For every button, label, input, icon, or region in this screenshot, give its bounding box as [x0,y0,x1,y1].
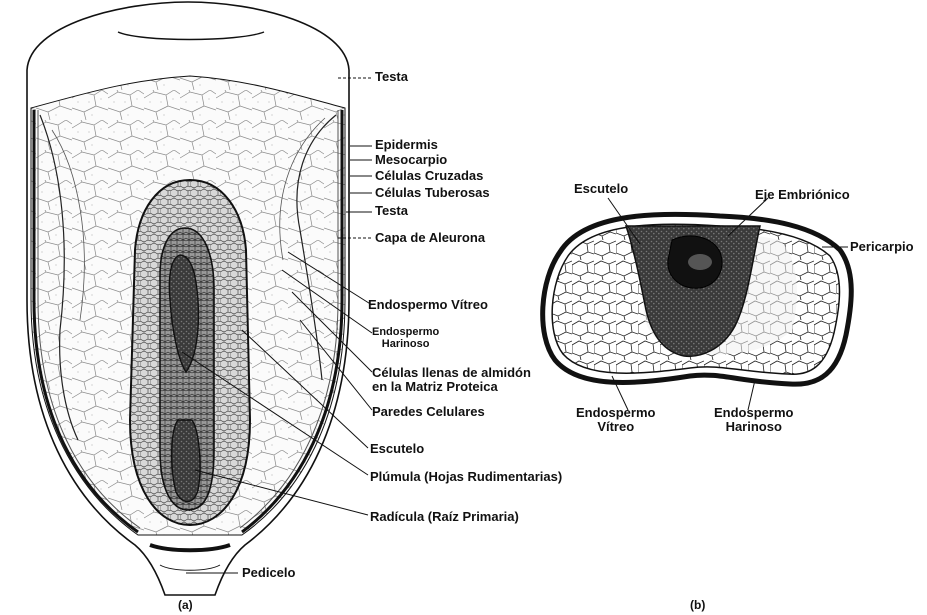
label-pedicelo: Pedicelo [242,566,295,580]
label-endospermo-vitreo-b-line2: Vítreo [576,420,655,434]
radicle [172,420,200,502]
label-escutelo-b: Escutelo [574,182,628,196]
label-endospermo-harinoso-b-line2: Harinoso [714,420,793,434]
label-paredes-celulares: Paredes Celulares [372,405,485,419]
label-mesocarpio: Mesocarpio [375,153,447,167]
label-testa-top: Testa [375,70,408,84]
label-endospermo-harinoso: Endospermo Harinoso [372,326,439,350]
label-endospermo-vitreo-b: Endospermo Vítreo [576,406,655,435]
label-eje-embrionico: Eje Embriónico [755,188,850,202]
caption-a: (a) [178,598,193,612]
kernel-longitudinal-section [27,2,349,595]
label-celulas-tuberosas: Células Tuberosas [375,186,490,200]
label-endospermo-harinoso-line1: Endospermo [372,326,439,338]
label-plumula: Plúmula (Hojas Rudimentarias) [370,470,562,484]
label-endospermo-vitreo-b-line1: Endospermo [576,406,655,420]
label-endospermo-harinoso-b: Endospermo Harinoso [714,406,793,435]
kernel-cross-section [543,214,852,384]
label-endospermo-harinoso-b-line1: Endospermo [714,406,793,420]
label-pericarpio: Pericarpio [850,240,914,254]
label-endospermo-harinoso-line2: Harinoso [372,338,439,350]
label-celulas-almidon-line2: en la Matriz Proteica [372,380,531,394]
label-capa-aleurona: Capa de Aleurona [375,231,485,245]
label-testa-mid: Testa [375,204,408,218]
label-celulas-almidon-line1: Células llenas de almidón [372,366,531,380]
label-celulas-almidon: Células llenas de almidón en la Matriz P… [372,366,531,395]
label-escutelo-a: Escutelo [370,442,424,456]
caption-b: (b) [690,598,705,612]
label-endospermo-vitreo: Endospermo Vítreo [368,298,488,312]
label-radicula: Radícula (Raíz Primaria) [370,510,519,524]
label-celulas-cruzadas: Células Cruzadas [375,169,483,183]
label-epidermis: Epidermis [375,138,438,152]
